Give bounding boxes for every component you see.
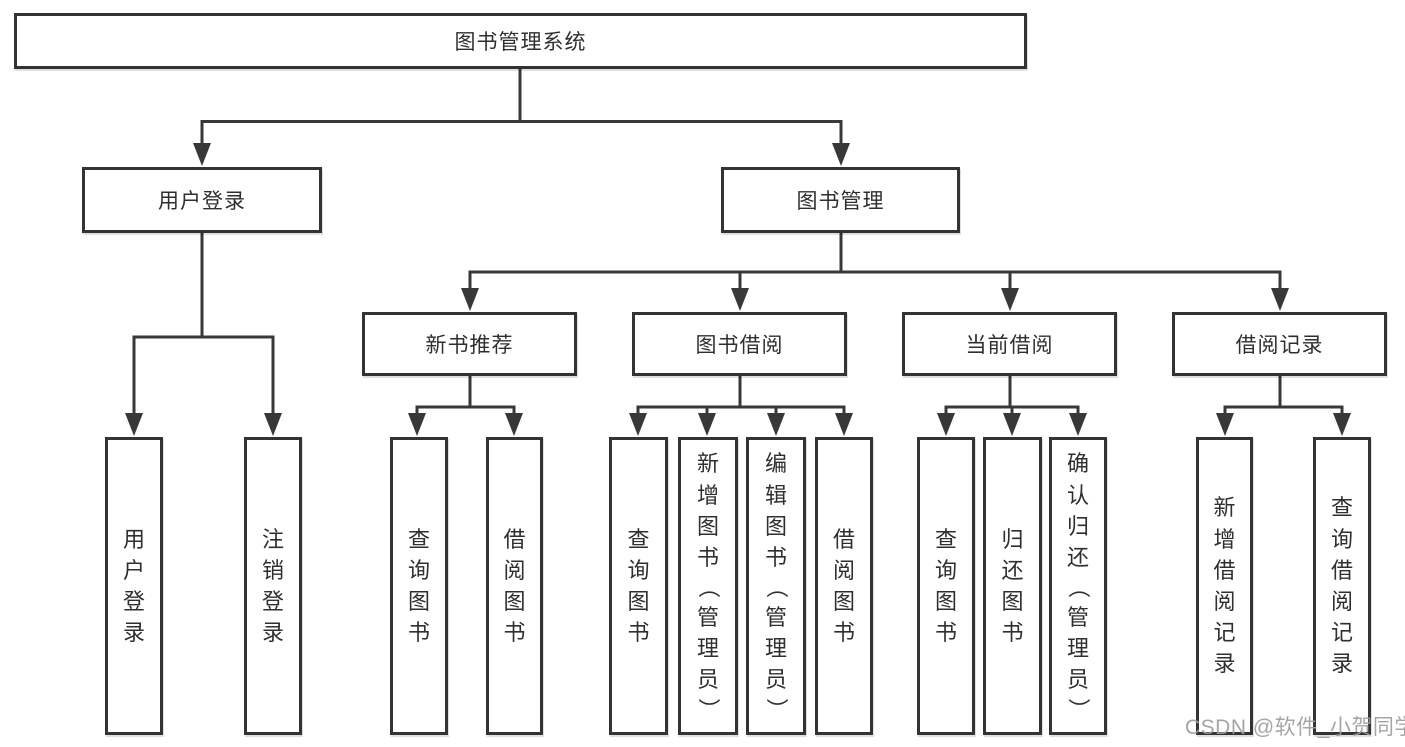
node-borrow-books-2: 借阅图书 (815, 437, 873, 735)
node-label: 借阅图书 (832, 526, 855, 646)
node-return-book: 归还图书 (983, 437, 1042, 735)
node-label: 用户登录 (158, 190, 246, 213)
node-user-login-group: 用户登录 (82, 167, 322, 233)
node-label: 查询图书 (407, 526, 430, 646)
node-query-borrow-record: 查询借阅记录 (1313, 437, 1371, 735)
node-label: 借阅记录 (1235, 334, 1324, 357)
node-logout: 注销登录 (244, 437, 302, 735)
node-edit-book-admin: 编辑图书（管理员） (746, 437, 806, 735)
node-label: 新增借阅记录 (1213, 495, 1236, 677)
node-borrow-books-1: 借阅图书 (486, 437, 543, 735)
node-label: 新书推荐 (425, 334, 514, 357)
node-current-borrow: 当前借阅 (902, 312, 1117, 376)
node-book-borrow: 图书借阅 (632, 312, 847, 376)
node-label: 图书管理系统 (454, 31, 587, 54)
node-label: 图书借阅 (695, 334, 784, 357)
node-library-management-system: 图书管理系统 (14, 13, 1027, 69)
node-confirm-return-admin: 确认归还（管理员） (1049, 437, 1107, 735)
csdn-watermark: CSDN @软件_小贺同学 (1185, 716, 1405, 739)
node-user-login: 用户登录 (105, 437, 163, 735)
node-add-borrow-record: 新增借阅记录 (1196, 437, 1253, 735)
node-label: 查询借阅记录 (1330, 495, 1353, 677)
node-label: 借阅图书 (503, 526, 526, 646)
node-query-books-1: 查询图书 (390, 437, 448, 735)
node-label: 查询图书 (934, 526, 957, 646)
node-label: 查询图书 (627, 526, 650, 646)
node-label: 当前借阅 (965, 334, 1054, 357)
node-label: 编辑图书（管理员） (764, 451, 790, 721)
node-label: 用户登录 (122, 526, 145, 646)
node-label: 归还图书 (1001, 526, 1024, 646)
node-new-book-recommend: 新书推荐 (362, 312, 577, 376)
node-label: 图书管理 (796, 190, 885, 213)
node-borrow-records: 借阅记录 (1172, 312, 1387, 376)
node-label: 注销登录 (261, 526, 284, 646)
node-query-books-3: 查询图书 (917, 437, 975, 735)
node-label: 确认归还（管理员） (1066, 451, 1092, 721)
arrowheads (125, 143, 1351, 436)
node-add-book-admin: 新增图书（管理员） (678, 437, 738, 735)
node-book-management: 图书管理 (721, 167, 960, 233)
node-query-books-2: 查询图书 (609, 437, 668, 735)
node-label: 新增图书（管理员） (696, 451, 722, 721)
